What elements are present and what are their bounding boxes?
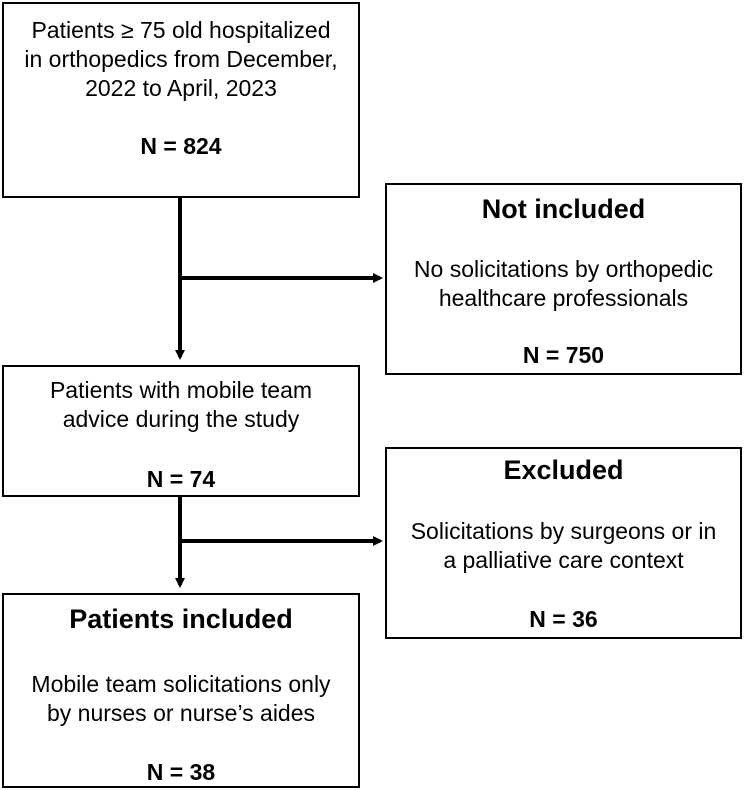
excluded-count: N = 36 [529,606,598,632]
not-included-box: Not included No solicitations by orthope… [385,183,742,375]
excluded-title: Excluded [503,455,624,485]
population-line-1: Patients ≥ 75 old hospitalized [31,17,331,43]
population-line-3: 2022 to April, 2023 [85,75,277,101]
excluded-box: Excluded Solicitations by surgeons or in… [385,447,742,639]
not-included-line-1: No solicitations by orthopedic [413,256,714,282]
population-count: N = 824 [140,133,222,159]
mobile-team-box: Patients with mobile team advice during … [2,365,360,497]
not-included-title: Not included [481,194,646,224]
included-line-1: Mobile team solicitations only [31,671,331,697]
mobile-team-count: N = 74 [146,466,216,492]
not-included-line-2: healthcare professionals [438,285,689,311]
population-box: Patients ≥ 75 old hospitalized in orthop… [2,2,360,198]
included-line-2: by nurses or nurse’s aides [46,700,316,726]
excluded-line-2: a palliative care context [443,547,684,573]
population-line-2: in orthopedics from December, [24,46,338,72]
included-box: Patients included Mobile team solicitati… [2,593,360,788]
included-title: Patients included [69,604,293,634]
mobile-team-line-1: Patients with mobile team [49,377,313,403]
excluded-line-1: Solicitations by surgeons or in [410,518,717,544]
included-count: N = 38 [146,759,216,785]
mobile-team-line-2: advice during the study [62,406,300,432]
not-included-count: N = 750 [522,342,605,368]
